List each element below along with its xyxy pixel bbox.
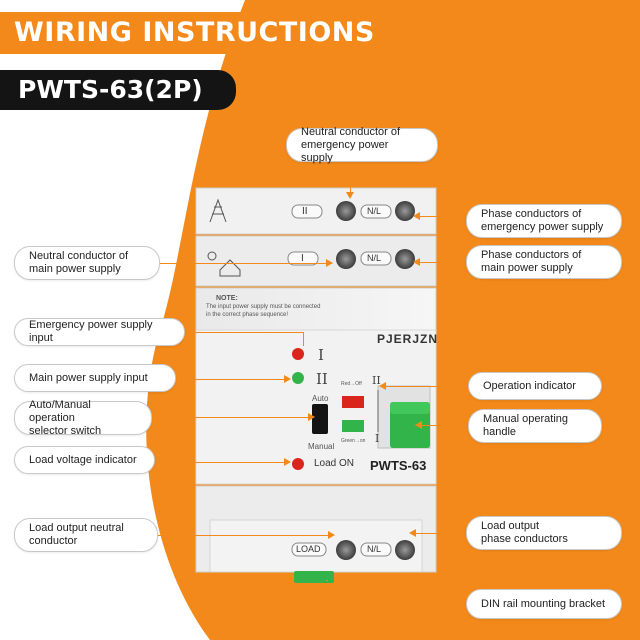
callout-selector-switch: Auto/Manual operation selector switch xyxy=(14,399,152,437)
callout-phase-main: Phase conductors of main power supply xyxy=(466,245,622,279)
model-title: PWTS-63(2P) xyxy=(0,70,236,110)
terminal-nl-mid: N/L xyxy=(367,253,382,263)
note-title: NOTE: xyxy=(216,295,238,302)
callout-load-voltage: Load voltage indicator xyxy=(14,446,155,474)
note-text-2: in the correct phase sequence! xyxy=(206,312,289,318)
callout-emergency-input: Emergency power supply input xyxy=(14,318,185,346)
brand-label: PJERJZN xyxy=(377,332,439,346)
callout-operation-indicator: Operation indicator xyxy=(468,372,602,400)
terminal-load: LOAD xyxy=(296,544,321,554)
handle-ii-label: II xyxy=(372,374,381,387)
load-on-label: Load ON xyxy=(314,458,355,469)
callout-neutral-emergency: Neutral conductor of emergency power sup… xyxy=(286,126,438,164)
callout-din-rail: DIN rail mounting bracket xyxy=(466,589,622,619)
callout-phase-emergency: Phase conductors of emergency power supp… xyxy=(466,204,622,238)
callout-load-phase: Load output phase conductors xyxy=(466,516,622,550)
green-on-label: Green→on xyxy=(341,438,366,444)
red-off-label: Red→Off xyxy=(341,381,362,387)
callout-load-neutral: Load output neutral conductor xyxy=(14,518,158,552)
selector-manual-label: Manual xyxy=(308,442,335,451)
terminal-roman-i: I xyxy=(301,253,304,264)
handle-i-label: I xyxy=(375,432,380,445)
terminal-nl-top: N/L xyxy=(367,206,382,216)
callout-main-input: Main power supply input xyxy=(14,364,176,392)
led-label-ii: II xyxy=(316,370,328,388)
selector-auto-label: Auto xyxy=(312,394,329,403)
terminal-roman-ii: II xyxy=(302,206,308,217)
callout-neutral-main: Neutral conductor of main power supply xyxy=(14,246,160,280)
terminal-nl-bottom: N/L xyxy=(367,544,382,554)
led-label-i: I xyxy=(318,346,324,364)
page-title: WIRING INSTRUCTIONS xyxy=(0,12,392,54)
note-text-1: The input power supply must be connected xyxy=(206,304,321,310)
model-label: PWTS-63 xyxy=(370,458,427,473)
callout-manual-handle: Manual operating handle xyxy=(468,409,602,443)
